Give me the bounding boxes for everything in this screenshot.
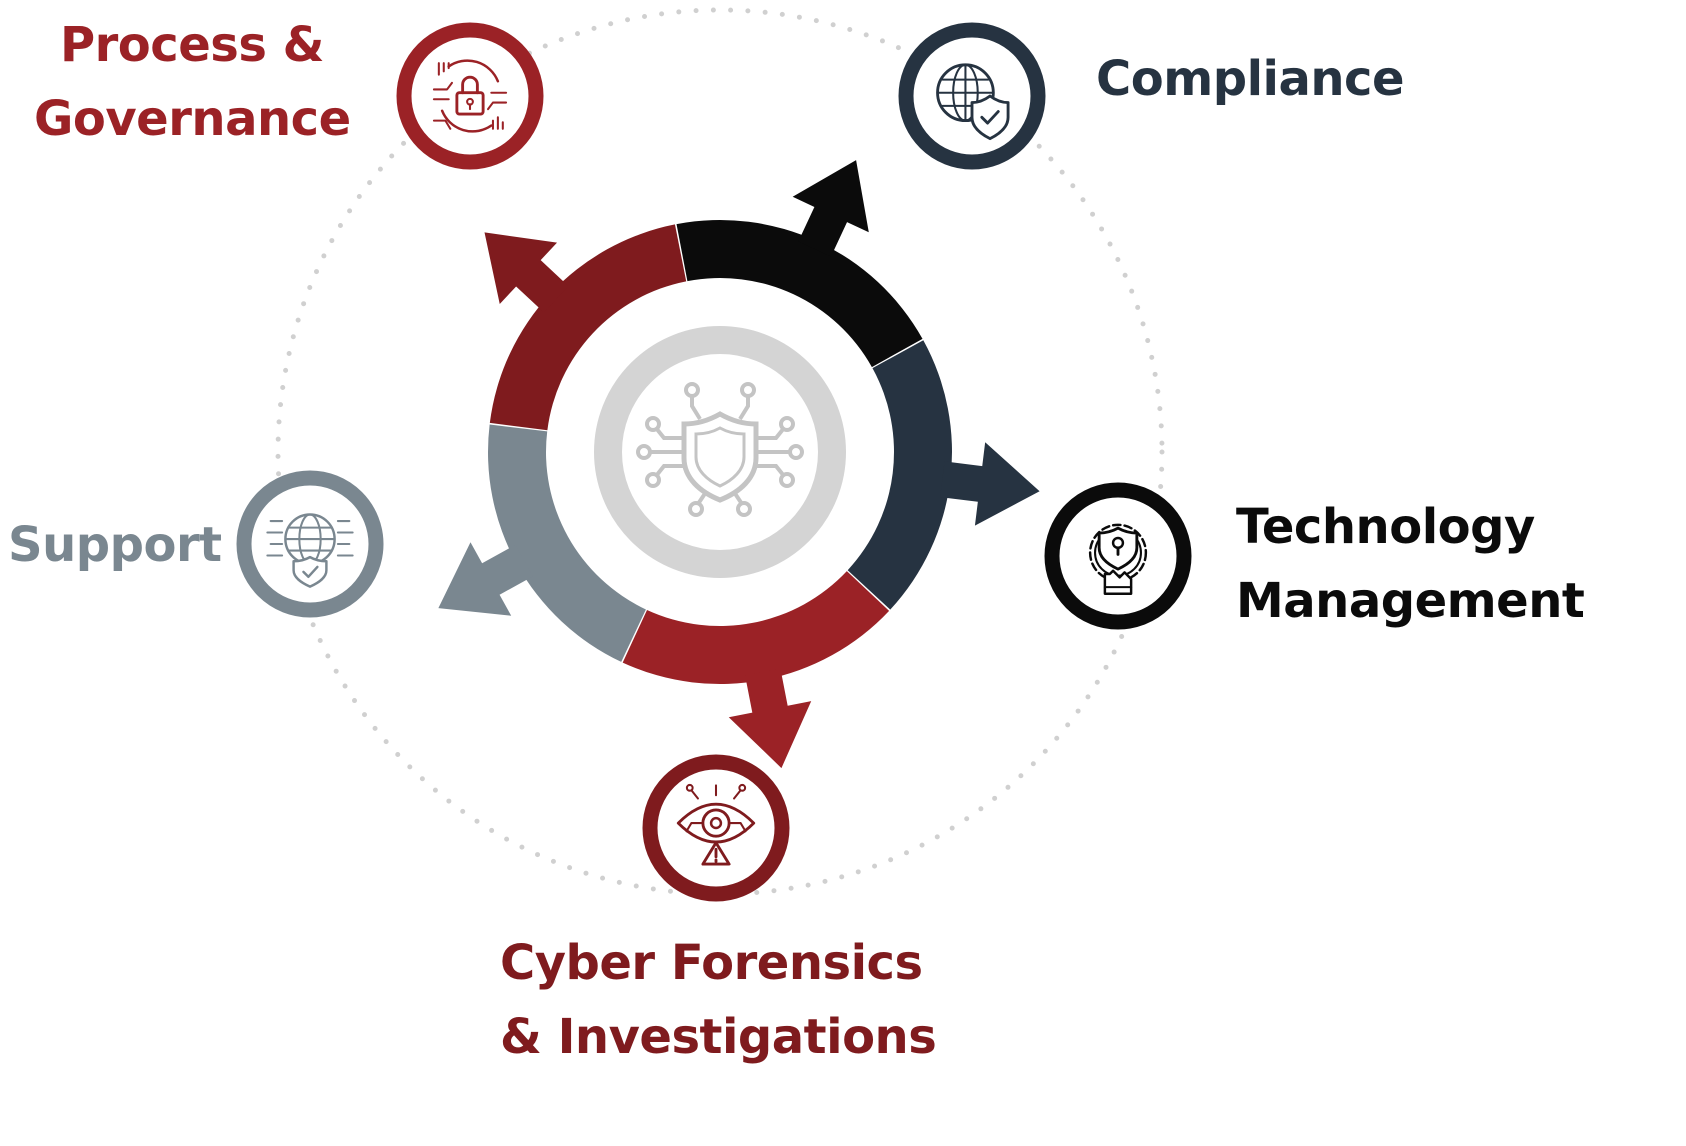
label-line: Technology	[1236, 499, 1535, 555]
segment-technology	[676, 220, 923, 368]
node-forensics	[642, 754, 790, 902]
label-line: Cyber Forensics	[500, 935, 923, 991]
arrow-compliance	[940, 442, 1040, 526]
segment-forensics	[489, 224, 687, 431]
node-ring-process	[396, 22, 544, 170]
arrow-support	[438, 542, 533, 616]
node-technology	[1044, 482, 1192, 630]
node-ring-support	[236, 470, 384, 618]
label-forensics: Cyber Forensics & Investigations	[500, 926, 937, 1074]
segment-support	[488, 424, 646, 662]
label-process: Process & Governance	[34, 8, 351, 156]
label-line: Compliance	[1096, 51, 1405, 107]
arrow-process	[728, 668, 812, 769]
label-compliance: Compliance	[1096, 42, 1405, 116]
label-line: & Investigations	[500, 1009, 937, 1065]
arrow-technology	[792, 160, 869, 257]
label-line: Process &	[59, 17, 325, 73]
circuit-shield-icon	[638, 384, 802, 515]
center-ring	[594, 326, 846, 578]
label-line: Management	[1236, 573, 1585, 629]
node-ring-compliance	[898, 22, 1046, 170]
node-support	[236, 470, 384, 618]
node-compliance	[898, 22, 1046, 170]
node-process	[396, 22, 544, 170]
label-support: Support	[8, 508, 222, 582]
label-line: Governance	[34, 91, 351, 147]
arrow-forensics	[484, 232, 569, 313]
cycle-segments	[438, 160, 1040, 769]
label-line: Support	[8, 517, 222, 573]
stage-nodes	[236, 22, 1192, 902]
segment-process	[622, 571, 890, 685]
segment-compliance	[847, 340, 952, 610]
